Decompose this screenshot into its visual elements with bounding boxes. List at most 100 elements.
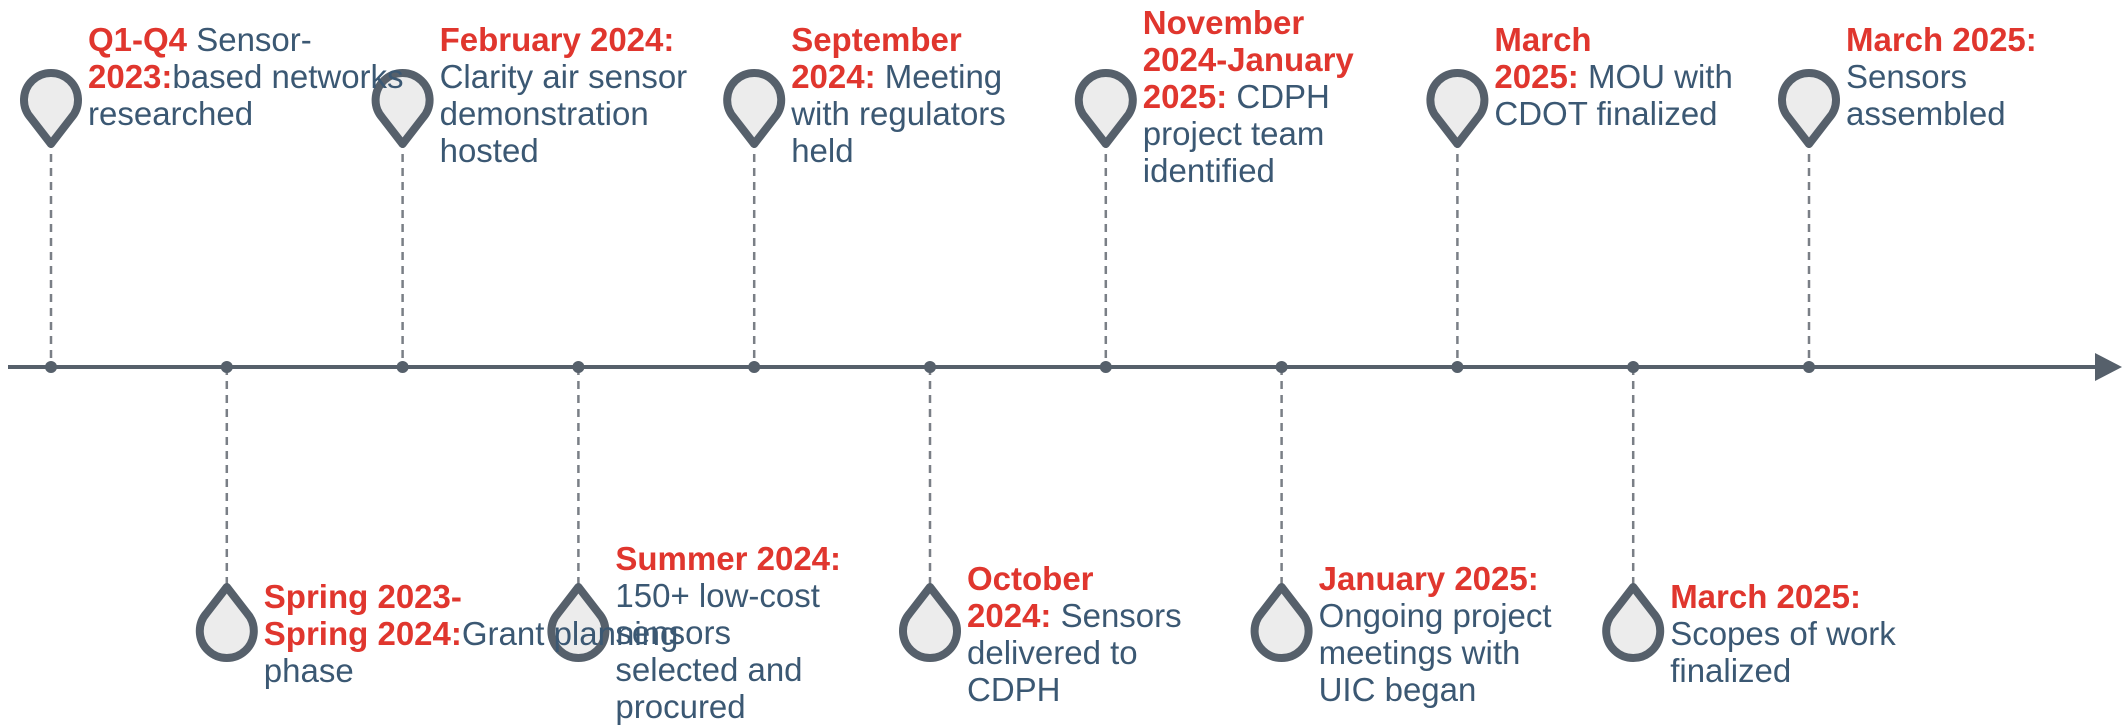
- event-description: with regulators: [791, 95, 1006, 132]
- event-description: 150+ low-cost: [615, 577, 820, 614]
- event-text-line: November: [1143, 4, 1354, 41]
- axis-dot: [1627, 361, 1640, 373]
- map-pin-icon: [195, 583, 258, 662]
- event-text-line: Sensors: [1846, 58, 2037, 95]
- axis-dot: [45, 361, 57, 373]
- map-pin-icon: [1778, 69, 1840, 148]
- event-description: UIC began: [1318, 671, 1477, 708]
- event-description: Sensor-: [187, 21, 312, 58]
- event-date: 2024:: [791, 58, 876, 95]
- event-date: Spring 2023-: [263, 578, 462, 615]
- event-text-line: selected and: [615, 651, 841, 688]
- event-description: based networks: [172, 58, 404, 95]
- event-text-line: delivered to: [967, 634, 1182, 671]
- event-text-line: meetings with: [1319, 634, 1552, 671]
- event-description: Clarity air sensor: [439, 58, 688, 95]
- event-date: Q1-Q4: [88, 21, 188, 58]
- event-text-line: 2025: MOU with: [1494, 58, 1732, 95]
- event-date: Spring 2024:: [263, 615, 462, 652]
- axis-dot: [1275, 361, 1288, 373]
- event-text-line: 2023:based networks: [88, 58, 404, 95]
- event-date: September: [791, 21, 962, 58]
- event-description: assembled: [1846, 95, 2006, 132]
- event-text-line: January 2025:: [1319, 560, 1552, 597]
- event-date: March 2025:: [1670, 578, 1861, 615]
- map-pin-icon: [1074, 69, 1137, 148]
- event-description: Sensors: [1846, 58, 1968, 95]
- timeline-arrowhead: [2095, 353, 2122, 381]
- event-text-line: September: [791, 21, 1006, 58]
- event-date: January 2025:: [1318, 560, 1539, 597]
- event-text-line: project team: [1143, 115, 1354, 152]
- event-date: 2025:: [1494, 58, 1579, 95]
- map-pin-icon: [723, 69, 786, 148]
- event-date: November: [1142, 4, 1305, 41]
- axis-dot: [1451, 361, 1464, 373]
- axis-dot: [748, 361, 761, 373]
- axis-dot: [1099, 361, 1112, 373]
- event-text-line: Clarity air sensor: [440, 58, 688, 95]
- event-text-line: assembled: [1846, 95, 2037, 132]
- event-text-line: Summer 2024:: [615, 540, 841, 577]
- event-description: identified: [1142, 152, 1275, 189]
- event-text-line: finalized: [1670, 652, 1896, 689]
- event-text-line: researched: [88, 95, 404, 132]
- event-date: 2024:: [967, 597, 1052, 634]
- event-date: March 2025:: [1846, 21, 2037, 58]
- event-text-line: identified: [1143, 152, 1354, 189]
- event-description: phase: [263, 652, 354, 689]
- map-pin-icon: [547, 583, 610, 662]
- axis-dot: [220, 361, 233, 373]
- event-text-line: 2024: Sensors: [967, 597, 1182, 634]
- event-description: selected and: [615, 651, 803, 688]
- event-text-line: hosted: [440, 132, 688, 169]
- event-text-line: Q1-Q4 Sensor-: [88, 21, 404, 58]
- event-description: procured: [615, 688, 746, 725]
- event-text-line: October: [967, 560, 1182, 597]
- event-text-line: procured: [615, 688, 841, 725]
- event-text-line: Scopes of work: [1670, 615, 1896, 652]
- event-date: October: [967, 560, 1094, 597]
- event-text-line: Spring 2023-: [264, 578, 679, 615]
- event-description: CDOT finalized: [1494, 95, 1718, 132]
- event-description: Scopes of work: [1670, 615, 1896, 652]
- event-description: project team: [1142, 115, 1325, 152]
- event-text-line: Ongoing project: [1319, 597, 1552, 634]
- event-text-line: March 2025:: [1846, 21, 2037, 58]
- event-text-line: CDPH: [967, 671, 1182, 708]
- event-text-line: 2024: Meeting: [791, 58, 1006, 95]
- event-text-line: CDOT finalized: [1494, 95, 1732, 132]
- axis-dot: [396, 361, 409, 373]
- event-text-line: Spring 2024:Grant planning: [264, 615, 679, 652]
- event-text-line: March: [1494, 21, 1732, 58]
- event-text-line: 150+ low-cost: [615, 577, 841, 614]
- axis-dot: [572, 361, 585, 373]
- event-description: researched: [88, 95, 254, 132]
- event-description: Ongoing project: [1318, 597, 1552, 634]
- event-description: Sensors: [1051, 597, 1182, 634]
- event-text-line: sensors: [615, 614, 841, 651]
- event-date: 2023:: [88, 58, 173, 95]
- event-description: delivered to: [967, 634, 1138, 671]
- event-description: CDPH: [967, 671, 1061, 708]
- event-date: February 2024:: [439, 21, 675, 58]
- event-description: hosted: [439, 132, 539, 169]
- axis-dot: [924, 361, 936, 373]
- map-pin-icon: [371, 69, 434, 148]
- axis-dot: [1803, 361, 1815, 373]
- event-text-line: demonstration: [440, 95, 688, 132]
- event-description: MOU with: [1578, 58, 1733, 95]
- event-description: finalized: [1670, 652, 1792, 689]
- event-description: Grant planning: [461, 615, 679, 652]
- event-text-line: held: [791, 132, 1006, 169]
- map-pin-icon: [899, 583, 961, 662]
- event-date: 2025:: [1142, 78, 1228, 115]
